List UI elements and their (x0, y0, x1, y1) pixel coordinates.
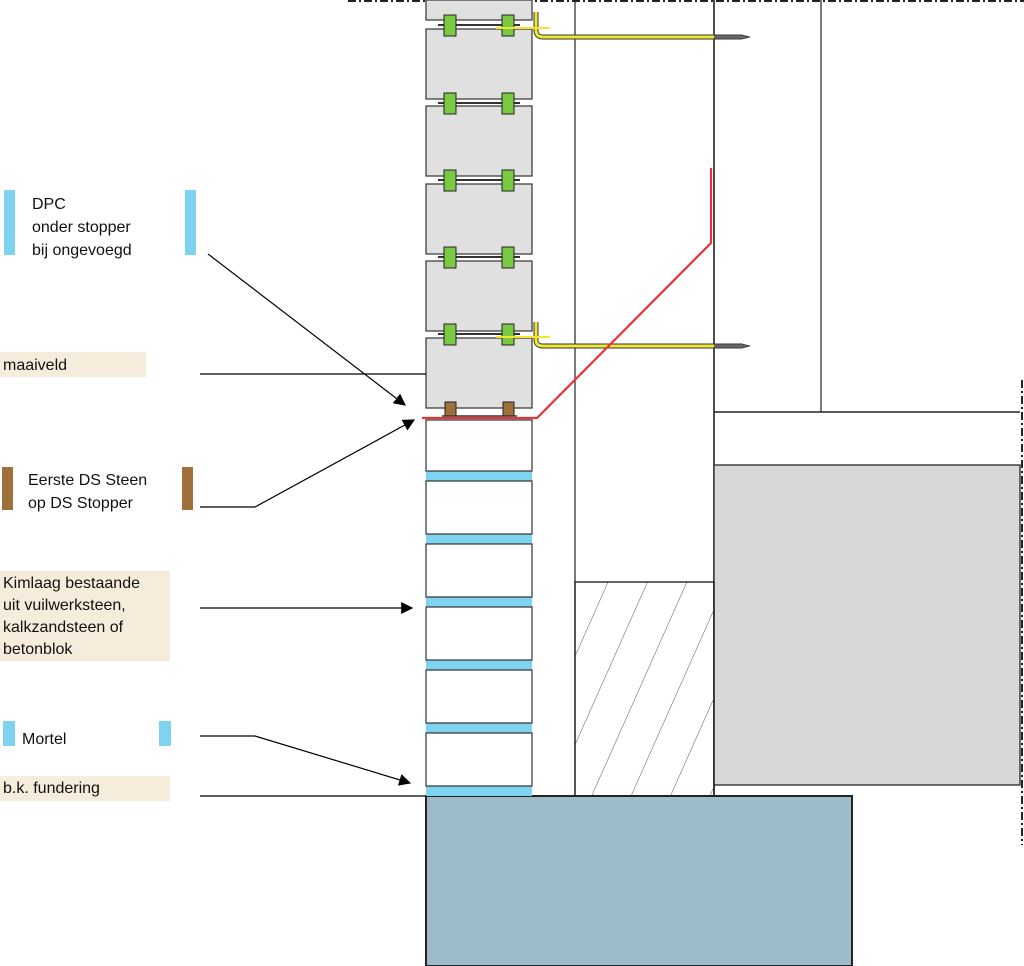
clip (501, 169, 515, 192)
kimlaag-label-line: betonblok (3, 641, 73, 658)
dpc-leader-arrow (207, 253, 406, 406)
kimlaag-label-line: uit vuilwerksteen, (3, 597, 126, 614)
dpc-label-line: onder stopper (32, 219, 131, 236)
joint-clips (438, 14, 520, 346)
clip (501, 14, 515, 37)
mortar-joint (426, 471, 532, 481)
ds-stopper (502, 401, 515, 417)
mortel-marker-right (159, 721, 171, 746)
eerste-ds-label-line: op DS Stopper (28, 495, 134, 512)
dpc-marker-left (4, 190, 15, 255)
kimlaag-brick (425, 732, 533, 787)
inner-kimlaag-hatched (574, 581, 715, 797)
clip-row (438, 169, 520, 192)
kimlaag-label-line: kalkzandsteen of (3, 619, 124, 636)
kimlaag-label-line: Kimlaag bestaande (3, 575, 140, 592)
upper-blocks (425, 0, 533, 409)
maaiveld-label-bg (0, 352, 146, 377)
kimlaag-label-bg (0, 571, 170, 661)
clip-row (438, 323, 520, 346)
clip-row (438, 92, 520, 115)
upper-block (425, 260, 533, 332)
mortar-joint (426, 597, 532, 607)
stopper-marker-right (182, 467, 193, 510)
mortel-marker-left (3, 721, 15, 746)
kimlaag-brick (425, 606, 533, 661)
fundering-label: b.k. fundering (3, 780, 100, 797)
mortel-leader-arrow (200, 735, 412, 786)
mortar-joint (426, 660, 532, 670)
clip (501, 246, 515, 269)
cavity-anchor (496, 322, 751, 349)
clip (501, 323, 515, 346)
clip (443, 169, 457, 192)
mortar-joint (426, 723, 532, 733)
kimlaag-brick (425, 480, 533, 535)
floor-slab (713, 464, 1021, 786)
dpc-membrane (422, 168, 713, 420)
upper-block (425, 337, 533, 409)
eerste-ds-leader-arrow (200, 419, 416, 508)
fundering-label-bg (0, 776, 170, 801)
clip-row (438, 14, 520, 37)
kimlaag-brick (425, 543, 533, 598)
clip-row (438, 246, 520, 269)
mortar-joint (426, 534, 532, 544)
upper-block (425, 183, 533, 255)
clip (443, 246, 457, 269)
ds-stopper (444, 401, 457, 417)
cavity-anchor (496, 12, 751, 40)
maaiveld-label: maaiveld (3, 357, 67, 374)
clip (443, 92, 457, 115)
kimlaag-brick (425, 669, 533, 724)
upper-block (425, 28, 533, 100)
clip (443, 323, 457, 346)
mortar-joint (426, 786, 532, 796)
dpc-label-line: DPC (32, 196, 66, 213)
clip (501, 92, 515, 115)
dpc-label-line: bij ongevoegd (32, 242, 132, 259)
foundation-block (425, 795, 853, 966)
upper-block (425, 105, 533, 177)
upper-block (425, 0, 533, 21)
stopper-marker-left (2, 467, 13, 510)
eerste-ds-label-line: Eerste DS Steen (28, 472, 147, 489)
clip (443, 14, 457, 37)
dpc-marker-right (185, 190, 196, 255)
mortel-label: Mortel (22, 731, 66, 748)
kimlaag-courses (425, 419, 533, 796)
kimlaag-brick (425, 419, 533, 472)
